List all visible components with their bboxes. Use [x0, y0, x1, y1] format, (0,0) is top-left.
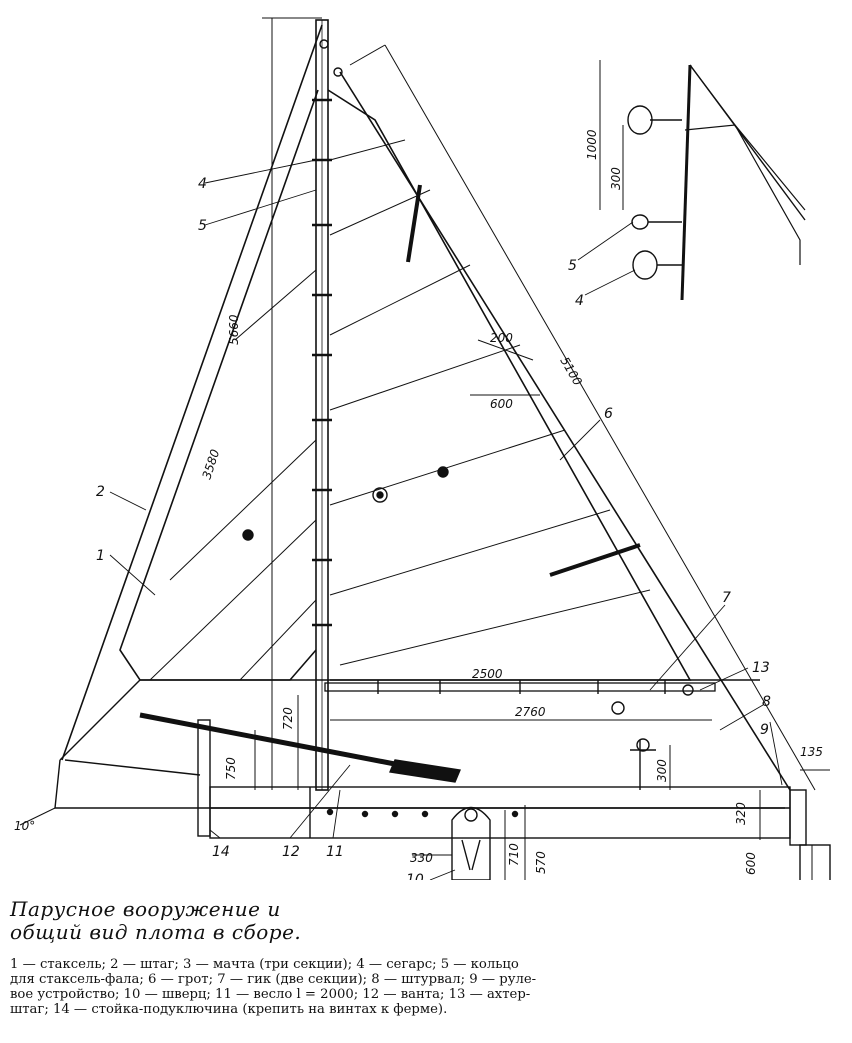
- rudder: [789, 789, 831, 880]
- detail-label-4: 4: [575, 293, 584, 309]
- detail-label-5: 5: [568, 258, 577, 274]
- dim-mainsail-luff: 5100: [557, 355, 585, 389]
- dim-detail-span: 1000: [585, 129, 599, 160]
- staysail-grommet: [242, 529, 254, 541]
- caption-line-1: Парусное вооружение и: [10, 897, 281, 921]
- dim-leeboard-bottom: 570: [534, 851, 548, 874]
- label-8: 8: [762, 694, 771, 710]
- boom: [324, 680, 716, 715]
- dim-boom-extent: 2760: [515, 705, 546, 719]
- dim-bow-angle: 10°: [14, 819, 35, 833]
- backstay: [339, 71, 791, 791]
- label-5: 5: [198, 218, 207, 234]
- legend-line-4: штаг; 14 — стойка-подуключина (крепить н…: [10, 1002, 448, 1017]
- dim-rudder-offset: 135: [800, 745, 823, 759]
- dim-deck-thickness: 320: [734, 802, 748, 825]
- legend-line-2: для стаксель-фала; 6 — грот; 7 — гик (дв…: [10, 972, 537, 987]
- legend-line-1: 1 — стаксель; 2 — штаг; 3 — мачта (три с…: [10, 957, 519, 972]
- label-2: 2: [96, 484, 105, 500]
- dim-mast-height: 5660: [227, 314, 241, 345]
- forestay: [61, 24, 323, 761]
- label-9: 9: [760, 722, 769, 738]
- caption-line-2: общий вид плота в сборе.: [10, 920, 302, 944]
- dim-batten-length: 600: [490, 397, 513, 411]
- label-13: 13: [752, 660, 770, 676]
- dim-rudder-height: 600: [744, 852, 758, 875]
- mast: [315, 19, 343, 791]
- label-7: 7: [722, 590, 731, 606]
- dim-detail-gap: 300: [609, 167, 623, 190]
- oar: [139, 712, 461, 783]
- detail-inset: [627, 64, 806, 301]
- legend-line-3: вое устройство; 10 — шверц; 11 — весло l…: [10, 987, 531, 1002]
- mainsail: [327, 89, 692, 681]
- deck-bolts: [326, 808, 519, 818]
- label-10: 10: [406, 872, 424, 880]
- staysail-battens: [149, 269, 317, 681]
- dim-wheel-height: 300: [655, 759, 669, 782]
- dim-boom-length: 2500: [472, 667, 503, 681]
- figure-legend: 1 — стаксель; 2 — штаг; 3 — мачта (три с…: [10, 957, 845, 1017]
- dim-boom-height: 720: [281, 707, 295, 730]
- steering-wheel: [630, 738, 656, 790]
- mainsail-grommet-2: [437, 466, 449, 478]
- oar-post: [197, 719, 211, 837]
- label-12: 12: [282, 844, 300, 860]
- mainsail-grommet: [372, 487, 388, 503]
- label-11: 11: [326, 844, 344, 860]
- figure-caption: Парусное вооружение и общий вид плота в …: [10, 898, 330, 944]
- leader-lines: [109, 159, 783, 880]
- label-6: 6: [604, 406, 613, 422]
- dim-leeboard-top: 710: [507, 843, 521, 866]
- mainsail-batten-pocket-lower: [549, 543, 641, 577]
- leeboard: [451, 806, 491, 880]
- dim-thwart-height: 750: [224, 757, 238, 780]
- sail-rig-drawing: 5660 3580 5100 200 600 2500 2760 720 750…: [14, 17, 831, 880]
- dim-batten-spacing: 200: [490, 331, 513, 345]
- label-14: 14: [212, 844, 230, 860]
- dimension-lines: [19, 17, 830, 880]
- dim-stay-length: 3580: [200, 447, 223, 481]
- label-4: 4: [198, 176, 207, 192]
- staysail: [119, 89, 319, 681]
- mainsail-battens: [329, 139, 651, 666]
- label-1: 1: [96, 548, 105, 564]
- dim-leeboard-width: 330: [410, 851, 433, 865]
